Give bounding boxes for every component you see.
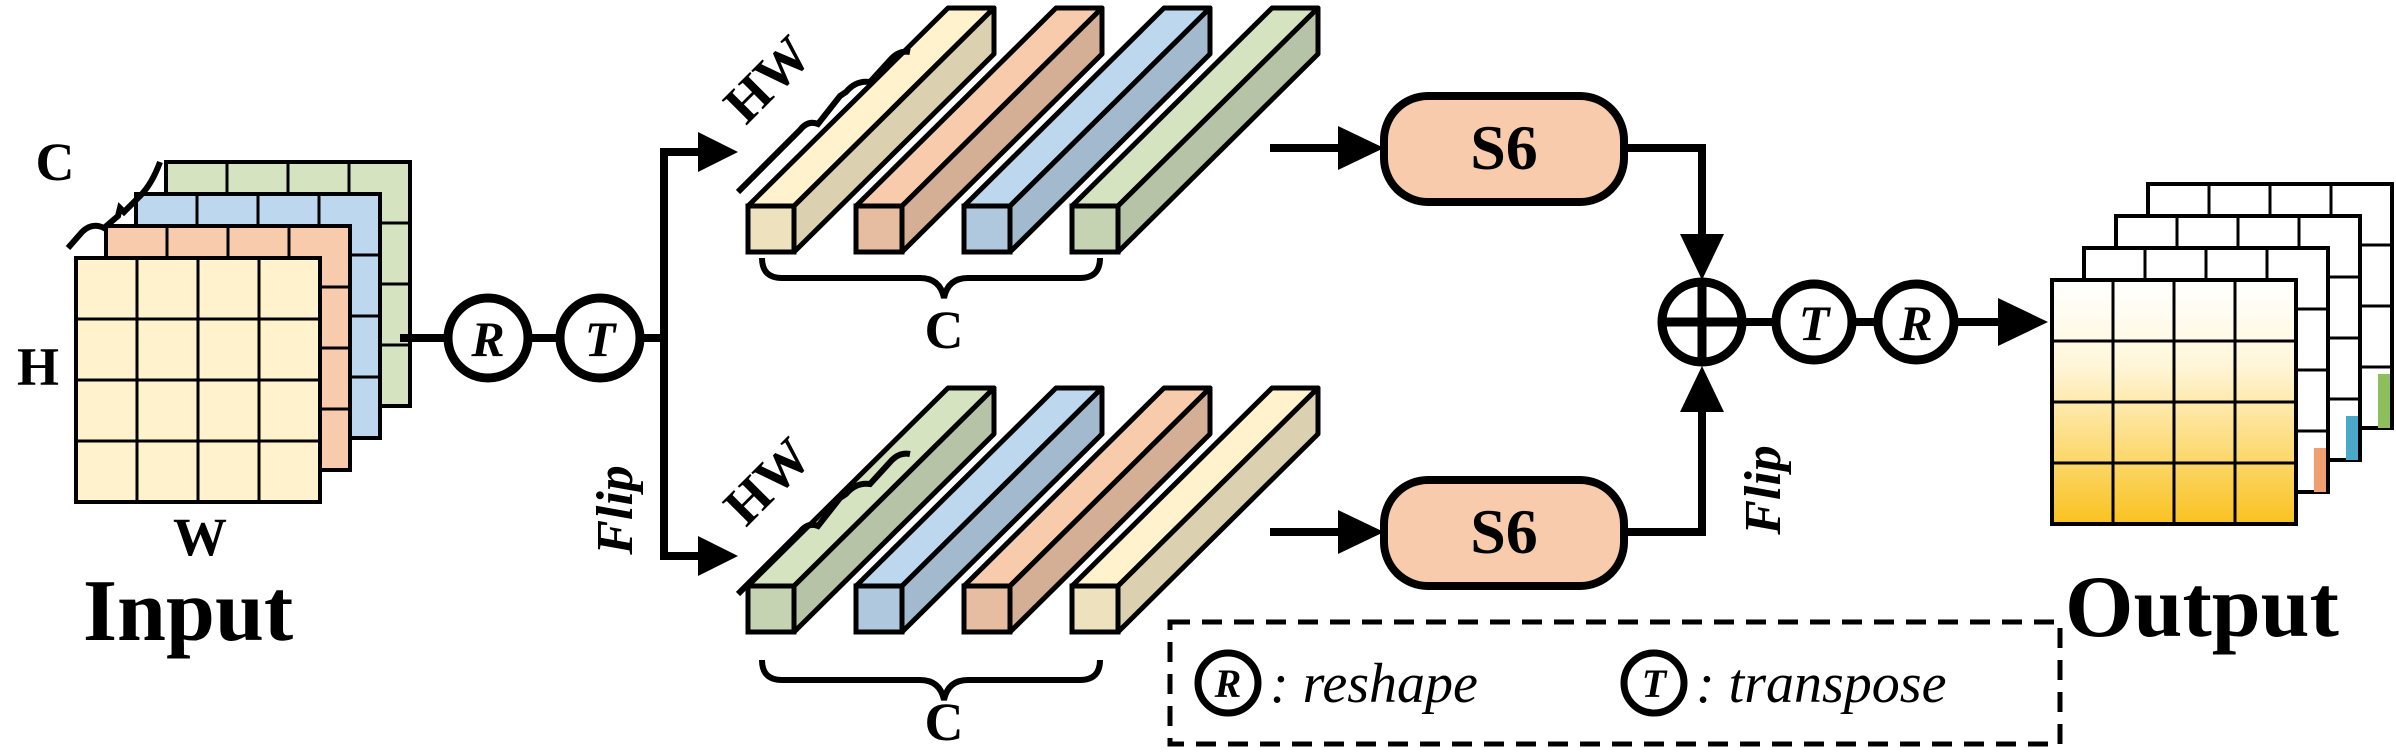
top-c-label: C (925, 300, 964, 360)
output-arrowhead (1998, 298, 2048, 346)
reshape-op-label: R (470, 311, 504, 367)
output-strip-2 (2346, 416, 2358, 460)
output-tensor: Output (2050, 182, 2394, 656)
output-title: Output (2065, 559, 2339, 656)
s6-bottom-label: S6 (1470, 496, 1538, 567)
top-hw-brace (735, 48, 911, 195)
input-c-label: C (36, 132, 75, 192)
top-bar-4 (1069, 5, 1321, 255)
input-tensor: C H W Input (17, 132, 412, 660)
top-sequence: HW C (712, 5, 1321, 360)
pre-ops: R T Flip (400, 132, 738, 576)
output-strip-1 (2378, 374, 2390, 428)
bottom-c-label: C (925, 692, 964, 752)
bottom-branch-arrowhead (698, 536, 738, 576)
top-hw-label: HW (712, 24, 822, 134)
reshape-op-out: R (1873, 279, 1959, 365)
reshape-op: R (443, 293, 533, 383)
legend-reshape: R : reshape (1194, 649, 1478, 717)
transpose-op-out: T (1771, 279, 1857, 365)
output-strip-3 (2314, 448, 2326, 492)
post-ops: T R (1657, 277, 2048, 367)
legend-reshape-text: : reshape (1270, 653, 1478, 715)
reshape-op-out-label: R (1898, 295, 1932, 351)
bottom-bar-3 (961, 385, 1213, 635)
transpose-op: T (555, 293, 645, 383)
s6-top-label: S6 (1470, 112, 1538, 183)
legend-transpose-symbol: T (1642, 661, 1668, 706)
transpose-op-label: T (585, 311, 618, 367)
bottom-c-brace (759, 659, 1103, 701)
input-c-brace (65, 160, 163, 250)
top-c-brace (759, 257, 1103, 299)
output-layer-front (2050, 278, 2298, 526)
input-h-label: H (17, 337, 59, 397)
flip-label-right: Flip (1735, 445, 1792, 536)
flip-label-left: Flip (587, 465, 644, 556)
s6-top-path: S6 (1270, 92, 1724, 280)
bottom-bar-4 (1069, 385, 1321, 635)
legend-transpose: T : transpose (1620, 649, 1946, 717)
top-bar-2 (853, 5, 1105, 255)
legend-box: R : reshape T : transpose (1167, 619, 2063, 747)
bottom-bar-2 (853, 385, 1105, 635)
top-branch-arrowhead (698, 132, 738, 172)
top-bar-1 (745, 5, 997, 255)
bottom-hw-brace (735, 450, 911, 597)
bottom-hw-label: HW (712, 426, 822, 536)
input-layer-4 (74, 256, 322, 504)
sum-op (1657, 277, 1747, 367)
s6-bottom-path: S6 Flip (1270, 366, 1792, 590)
legend-reshape-symbol: R (1214, 661, 1242, 706)
top-bar-3 (961, 5, 1213, 255)
legend-transpose-text: : transpose (1696, 653, 1946, 715)
input-w-label: W (173, 507, 227, 567)
input-title: Input (83, 563, 293, 660)
transpose-op-out-label: T (1799, 295, 1832, 351)
